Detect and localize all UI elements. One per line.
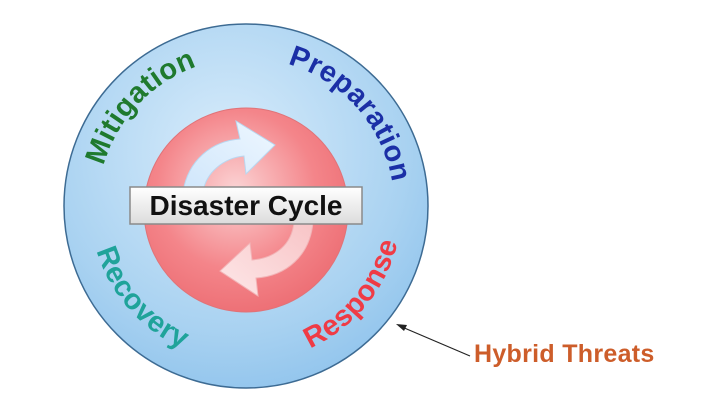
cycle-arrow-lower <box>219 221 314 298</box>
center-label-box <box>129 186 363 225</box>
center-label: Disaster Cycle <box>149 190 342 221</box>
pointer-arrow-head <box>396 324 407 331</box>
cycle-arrow-upper <box>182 119 276 193</box>
outer-label-hybrid-threats: Hybrid Threats <box>474 340 655 368</box>
pointer-arrow-line <box>401 326 471 357</box>
